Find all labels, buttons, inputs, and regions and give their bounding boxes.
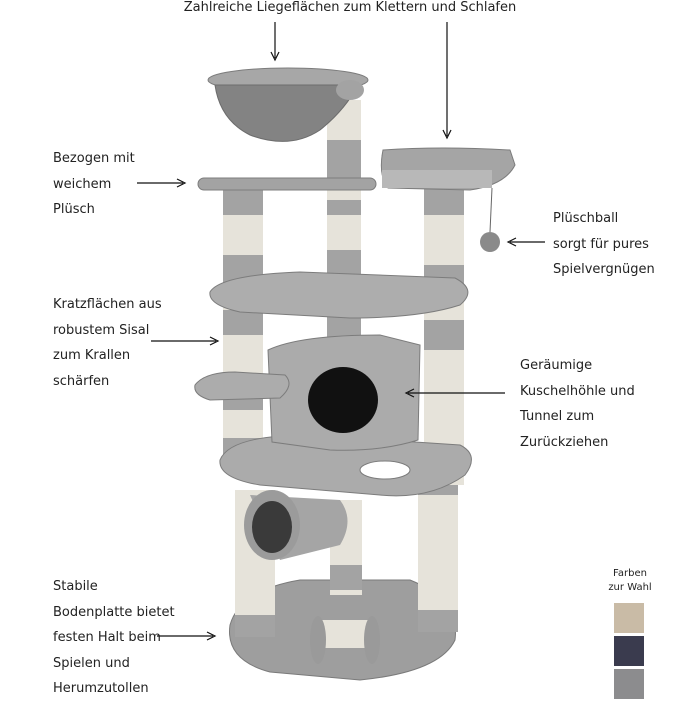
color-options-title: Farben zur Wahl <box>600 567 660 595</box>
caption-plush-cover: Bezogen mit weichem Plüsch <box>53 146 135 223</box>
plush-ball <box>480 232 500 252</box>
color-swatch-beige[interactable] <box>614 603 644 633</box>
color-swatch-dark[interactable] <box>614 636 644 666</box>
caption-line: weichem <box>53 176 112 192</box>
color-title-line: Farben <box>613 568 647 579</box>
color-title-line: zur Wahl <box>608 582 652 593</box>
caption-line: Zurückziehen <box>520 434 609 450</box>
upper-shelf <box>197 177 377 191</box>
caption-line: Bezogen mit <box>53 151 135 166</box>
caption-cave: Geräumige Kuschelhöhle und Tunnel zum Zu… <box>520 353 635 455</box>
caption-line: sorgt für pures <box>553 236 649 252</box>
caption-line: Plüsch <box>53 202 95 217</box>
post-right-upper <box>424 185 464 485</box>
top-bowl <box>207 67 369 142</box>
caption-lounging-areas: Zahlreiche Liegeflächen zum Klettern und… <box>183 0 517 15</box>
caption-line: schärfen <box>53 373 110 389</box>
post-left-upper <box>223 185 263 463</box>
caption-line: Kuschelhöhle und <box>520 383 635 399</box>
platform-hole <box>359 460 411 480</box>
caption-base-plate: Stabile Bodenplatte bietet festen Halt b… <box>53 574 175 702</box>
post-right-lower <box>418 470 458 632</box>
side-step <box>194 371 290 401</box>
lower-platform <box>219 434 472 497</box>
caption-plush-ball: Plüschball sorgt für pures Spielvergnüge… <box>553 206 655 283</box>
tunnel <box>244 490 348 560</box>
caption-line: Geräumige <box>520 358 593 373</box>
color-swatch-grey[interactable] <box>614 669 644 699</box>
caption-sisal: Kratzflächen aus robustem Sisal zum Kral… <box>53 292 162 394</box>
ball-string <box>489 187 493 233</box>
base-roller <box>310 616 380 664</box>
caption-line: Stabile <box>53 579 98 594</box>
caption-line: Spielen und <box>53 655 130 671</box>
caption-line: Herumzutollen <box>53 681 149 696</box>
caption-line: Kratzflächen aus <box>53 297 162 312</box>
caption-line: Spielvergnügen <box>553 262 655 277</box>
arrows <box>137 22 545 641</box>
caption-line: zum Krallen <box>53 348 131 363</box>
cuddle-cave <box>267 334 421 451</box>
caption-line: Tunnel zum <box>520 409 595 424</box>
caption-line: robustem Sisal <box>53 322 150 338</box>
caption-line: Bodenplatte bietet <box>53 604 175 620</box>
caption-line: Plüschball <box>553 211 619 226</box>
top-lounger-right <box>380 147 516 191</box>
caption-line: festen Halt beim <box>53 630 161 645</box>
middle-platform <box>209 271 469 319</box>
